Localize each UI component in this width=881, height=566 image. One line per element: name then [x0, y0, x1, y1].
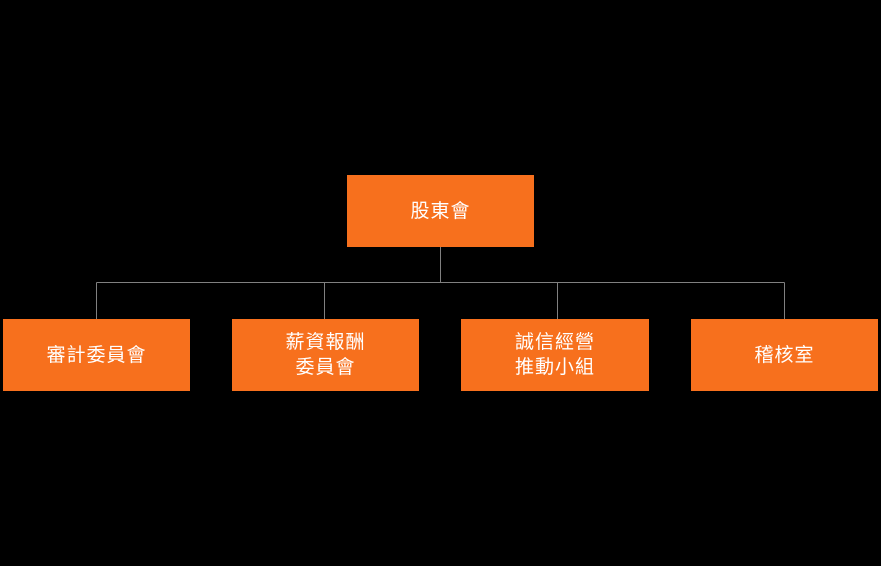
node-label-line-2: 推動小組 — [514, 356, 595, 378]
shareholders-meeting-node: 股東會 — [347, 175, 534, 247]
node-label-line-1: 誠信經營 — [514, 331, 595, 353]
node-label: 稽核室 — [754, 343, 815, 366]
integrity-management-group-node: 誠信經營 推動小組 — [461, 319, 649, 391]
internal-audit-office-node: 稽核室 — [691, 319, 878, 391]
compensation-committee-node: 薪資報酬 委員會 — [232, 319, 419, 391]
audit-committee-node: 審計委員會 — [3, 319, 190, 391]
node-label: 審計委員會 — [46, 343, 147, 366]
node-label-line-1: 薪資報酬 — [285, 331, 366, 353]
node-label-line-2: 委員會 — [295, 356, 356, 378]
node-label: 股東會 — [410, 199, 471, 222]
